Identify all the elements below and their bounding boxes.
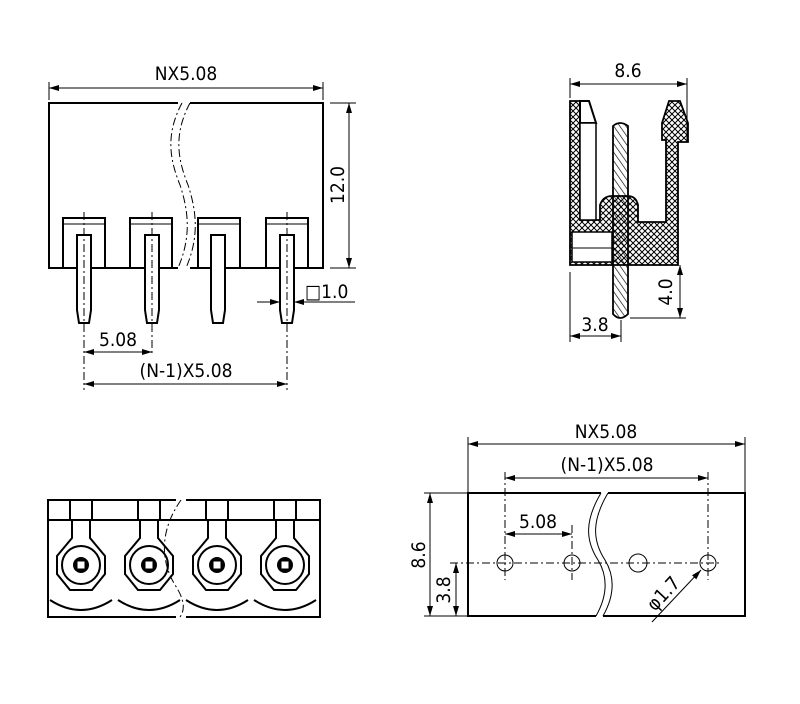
pitch-label: 5.08 [99,329,137,351]
depth-label: 8.6 [614,60,641,82]
top-view [47,499,321,618]
terminal-unit [49,499,113,611]
pcb-span-label: (N-1)X5.08 [561,454,654,476]
pin-size-label: □1.0 [305,281,348,303]
span-label: (N-1)X5.08 [140,360,233,382]
pins [76,212,295,390]
pin-length-label: 4.0 [655,278,677,305]
pin-offset-label: 3.8 [581,314,608,336]
pcb-hole-offset-label: 3.8 [433,576,455,603]
height-label: 12.0 [327,166,349,204]
front-body-outline [48,102,324,269]
front-view: NX5.08 12.0 □1.0 5.08 (N-1)X5.08 [48,63,356,390]
hole-diameter-label: φ1.7 [642,572,684,615]
side-view: 8.6 4.0 3.8 [569,60,689,342]
pcb-holes [450,472,720,580]
pcb-pitch-label: 5.08 [519,511,557,533]
pcb-layout: NX5.08 (N-1)X5.08 5.08 8.6 3.8 φ1.7 [408,421,746,623]
pcb-depth-label: 8.6 [408,541,430,568]
width-label: NX5.08 [155,63,218,85]
pcb-width-label: NX5.08 [575,421,638,443]
